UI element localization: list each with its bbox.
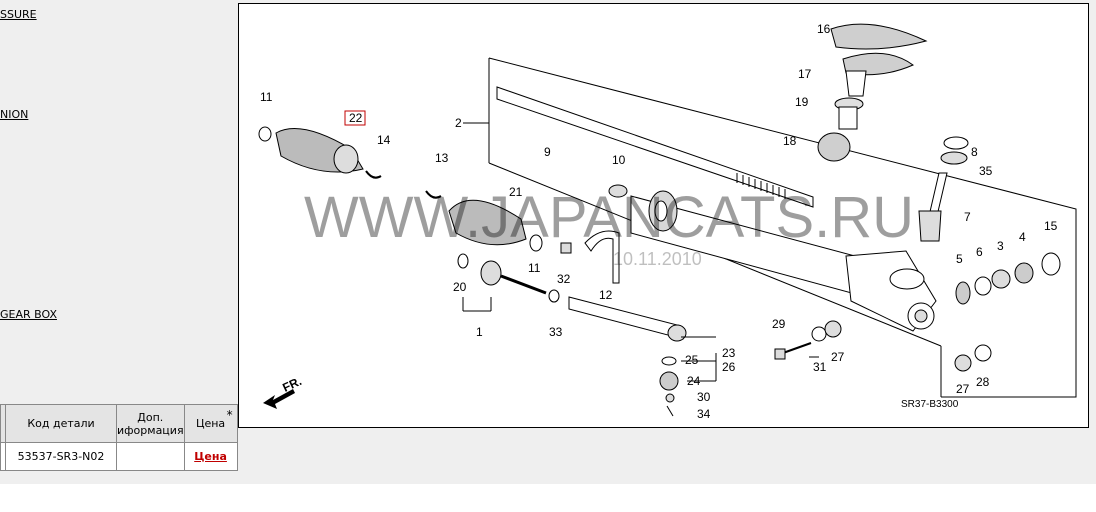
svg-text:6: 6 (976, 245, 983, 259)
svg-text:8: 8 (971, 145, 978, 159)
front-arrow-icon: FR. (263, 374, 304, 409)
svg-text:27: 27 (956, 382, 970, 396)
svg-text:31: 31 (813, 360, 827, 374)
svg-text:20: 20 (453, 280, 467, 294)
svg-text:22: 22 (349, 111, 363, 125)
header-info: Доп. иформация (116, 404, 185, 443)
table-row: 53537-SR3-N02 Цена (0, 442, 238, 471)
svg-text:11: 11 (528, 261, 541, 275)
price-link[interactable]: Цена (194, 450, 227, 463)
price-cell: Цена (183, 442, 238, 471)
svg-text:30: 30 (697, 390, 711, 404)
svg-text:15: 15 (1044, 219, 1058, 233)
svg-text:9: 9 (544, 145, 551, 159)
svg-text:11: 11 (260, 90, 273, 104)
sidebar-link-gear-box[interactable]: GEAR BOX (0, 308, 57, 321)
svg-text:28: 28 (976, 375, 990, 389)
svg-text:21: 21 (509, 185, 523, 199)
sidebar-link-pinion[interactable]: NION (0, 108, 29, 121)
svg-text:25: 25 (685, 353, 699, 367)
header-code: Код детали (5, 404, 117, 443)
svg-text:7: 7 (964, 210, 971, 224)
parts-table: Код детали Доп. иформация Цена* 53537-SR… (0, 404, 238, 471)
watermark: WWW.JAPANCATS.RU (304, 185, 914, 250)
svg-text:5: 5 (956, 252, 963, 266)
svg-text:10: 10 (612, 153, 626, 167)
sidebar-link-pressure[interactable]: SSURE (0, 8, 37, 21)
svg-text:34: 34 (697, 407, 711, 421)
part-info (116, 442, 185, 471)
svg-text:18: 18 (783, 134, 797, 148)
part-code: 53537-SR3-N02 (5, 442, 117, 471)
svg-text:3: 3 (997, 239, 1004, 253)
svg-text:12: 12 (599, 288, 613, 302)
svg-text:2: 2 (455, 116, 462, 130)
svg-text:23: 23 (722, 346, 736, 360)
svg-text:35: 35 (979, 164, 993, 178)
svg-text:17: 17 (798, 67, 812, 81)
diagram-code: SR37-B3300 (901, 399, 959, 410)
svg-text:26: 26 (722, 360, 736, 374)
svg-text:24: 24 (687, 374, 701, 388)
header-price: Цена* (183, 404, 238, 443)
svg-text:32: 32 (557, 272, 571, 286)
svg-text:33: 33 (549, 325, 563, 339)
svg-text:4: 4 (1019, 230, 1026, 244)
svg-text:19: 19 (795, 95, 809, 109)
svg-text:27: 27 (831, 350, 845, 364)
svg-text:16: 16 (817, 22, 831, 36)
svg-text:1: 1 (476, 325, 483, 339)
svg-text:FR.: FR. (280, 374, 303, 395)
svg-text:14: 14 (377, 133, 391, 147)
svg-text:13: 13 (435, 151, 449, 165)
watermark-date: 10.11.2010 (613, 249, 702, 269)
svg-text:29: 29 (772, 317, 786, 331)
